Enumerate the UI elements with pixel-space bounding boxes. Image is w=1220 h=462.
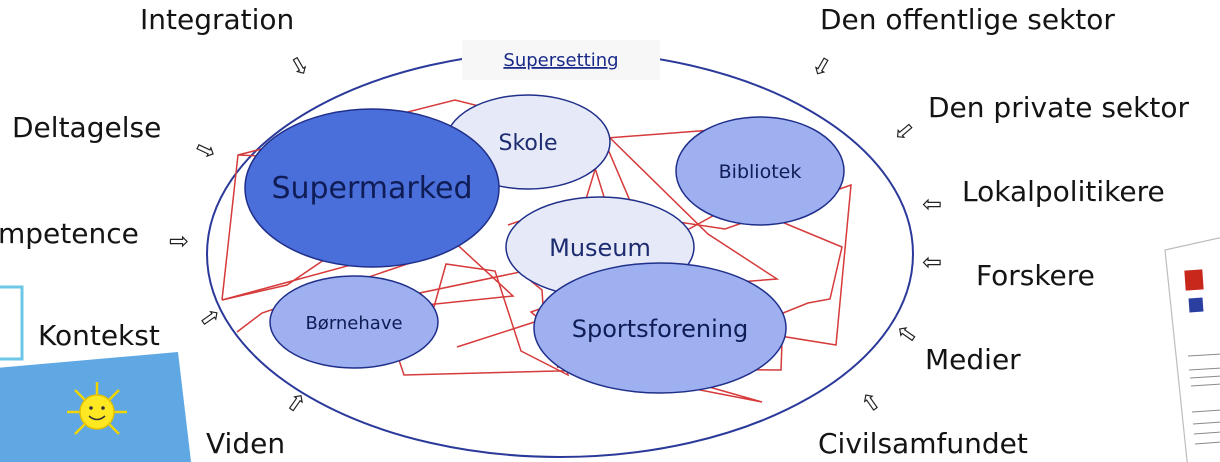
- node-skole-label: Skole: [498, 131, 557, 156]
- label-lokalpolitikere: Lokalpolitikere: [962, 175, 1165, 208]
- sun-drawing-image: [0, 285, 192, 462]
- node-sportsforening-label: Sportsforening: [572, 315, 749, 343]
- node-bornehave-label: Børnehave: [305, 313, 402, 334]
- node-bibliotek-label: Bibliotek: [719, 161, 802, 183]
- label-kontekst: Kontekst: [38, 319, 160, 352]
- label-integration: Integration: [140, 3, 295, 36]
- arrow-icon: ⇨: [194, 300, 227, 334]
- node-museum-label: Museum: [549, 234, 651, 262]
- arrow-icon: ⇦: [922, 190, 942, 218]
- label-private-sektor: Den private sektor: [928, 91, 1189, 124]
- arrow-icon: ⇨: [169, 227, 189, 255]
- label-viden: Viden: [206, 427, 286, 460]
- node-bibliotek: Bibliotek: [675, 116, 845, 226]
- arrow-icon: ⇨: [805, 51, 839, 82]
- label-offentlige-sektor: Den offentlige sektor: [820, 3, 1115, 36]
- arrow-icon: ⇨: [191, 133, 221, 167]
- arrow-icon: ⇨: [279, 386, 313, 419]
- label-forskere: Forskere: [976, 259, 1095, 292]
- diagram-title: Supersetting: [503, 50, 618, 71]
- node-supermarked-label: Supermarked: [271, 171, 472, 206]
- connector-line: [221, 99, 713, 301]
- node-bornehave: Børnehave: [269, 275, 439, 369]
- arrow-icon: ⇦: [922, 248, 942, 276]
- node-sportsforening: Sportsforening: [533, 262, 787, 394]
- label-kompetence: mpetence: [0, 217, 139, 250]
- arrow-icon: ⇨: [890, 317, 923, 351]
- document-thumbnail-image: [1164, 237, 1220, 462]
- label-civilsamfundet: Civilsamfundet: [818, 427, 1028, 460]
- sun-icon: [67, 382, 127, 435]
- arrow-icon: ⇨: [283, 50, 317, 81]
- label-medier: Medier: [925, 343, 1021, 376]
- title-box: [462, 40, 660, 80]
- arrow-icon: ⇨: [887, 115, 920, 149]
- label-deltagelse: Deltagelse: [12, 111, 162, 144]
- node-supermarked: Supermarked: [244, 108, 500, 268]
- arrow-icon: ⇨: [853, 386, 887, 419]
